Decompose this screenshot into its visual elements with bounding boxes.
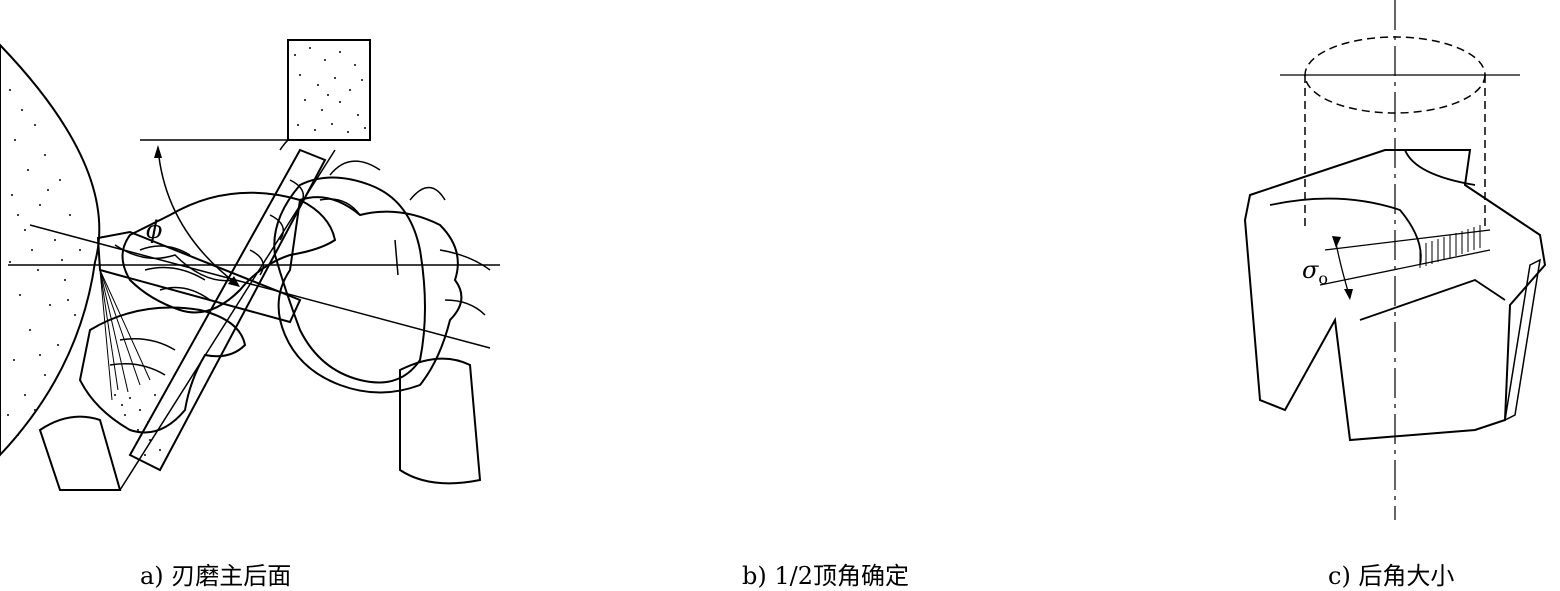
angle-label-phi: ϕ — [146, 216, 163, 244]
flank-hatching — [1419, 225, 1481, 268]
clearance-line-1 — [1324, 229, 1491, 251]
sparks — [99, 269, 151, 401]
upper-hand — [273, 176, 426, 384]
panel-c-drawing — [1243, 0, 1547, 520]
caption-c: c) 后角大小 — [1328, 562, 1455, 590]
caption-a: a) 刃磨主后面 — [140, 562, 292, 590]
lower-hand — [78, 306, 247, 434]
panel-b-drawing — [38, 39, 482, 491]
right-hand — [277, 196, 463, 394]
clearance-line-2 — [1319, 249, 1491, 286]
drill-body — [96, 230, 302, 324]
panel-b: ϕ — [0, 0, 482, 520]
wheel-stipple — [294, 47, 366, 133]
sleeve-right — [399, 357, 482, 485]
grinding-wheel — [0, 43, 101, 457]
drill-axis-line — [29, 224, 491, 349]
caption-b: b) 1/2顶角确定 — [742, 562, 909, 590]
margin-strip — [1504, 258, 1541, 422]
panel-c: σo — [1240, 0, 1560, 520]
drill-body — [128, 148, 327, 472]
wheel-stipple — [7, 89, 81, 436]
angle-label-sigma: σo — [1302, 256, 1329, 288]
grinding-wheel-block — [287, 39, 371, 141]
angle-arc — [157, 147, 239, 286]
sleeve-left — [38, 415, 122, 491]
